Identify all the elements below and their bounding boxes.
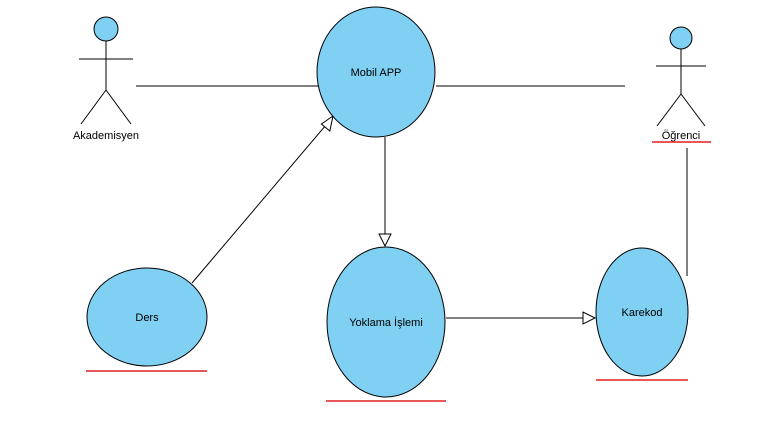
use-case-attendance[interactable]: Yoklama İşlemi	[326, 246, 446, 402]
actor-academic-label: Akademisyen	[73, 130, 139, 142]
actor-left-leg-icon	[80, 89, 107, 125]
use-case-qr-code[interactable]: Karekod	[595, 247, 689, 381]
use-case-attendance-shape	[326, 246, 446, 398]
use-case-course[interactable]: Ders	[86, 267, 208, 372]
actor-head-icon	[93, 16, 119, 42]
arrowhead-to-qr-code	[582, 311, 597, 325]
use-case-mobile-app-label: Mobil APP	[351, 67, 402, 79]
actor-student-label: Öğrenci	[662, 130, 701, 142]
use-case-mobile-app[interactable]: Mobil APP	[316, 6, 436, 138]
use-case-attendance-label: Yoklama İşlemi	[349, 316, 423, 329]
use-case-mobile-app-shape	[316, 6, 436, 138]
actor-head-icon	[669, 26, 693, 50]
use-case-course-label: Ders	[135, 312, 159, 324]
actor-student[interactable]: Öğrenci	[652, 26, 711, 143]
actor-left-leg-icon	[656, 93, 682, 127]
use-case-qr-code-shape	[595, 247, 689, 377]
actor-right-leg-icon	[105, 89, 132, 125]
arrowhead-to-mobile-app	[320, 114, 334, 132]
use-case-course-shape	[86, 267, 208, 367]
arrowhead-to-attendance	[378, 233, 392, 248]
association-course-mobile-app	[191, 124, 327, 284]
use-case-qr-code-label: Karekod	[622, 307, 663, 319]
actor-academic[interactable]: Akademisyen	[73, 16, 139, 142]
actor-right-leg-icon	[680, 93, 706, 127]
